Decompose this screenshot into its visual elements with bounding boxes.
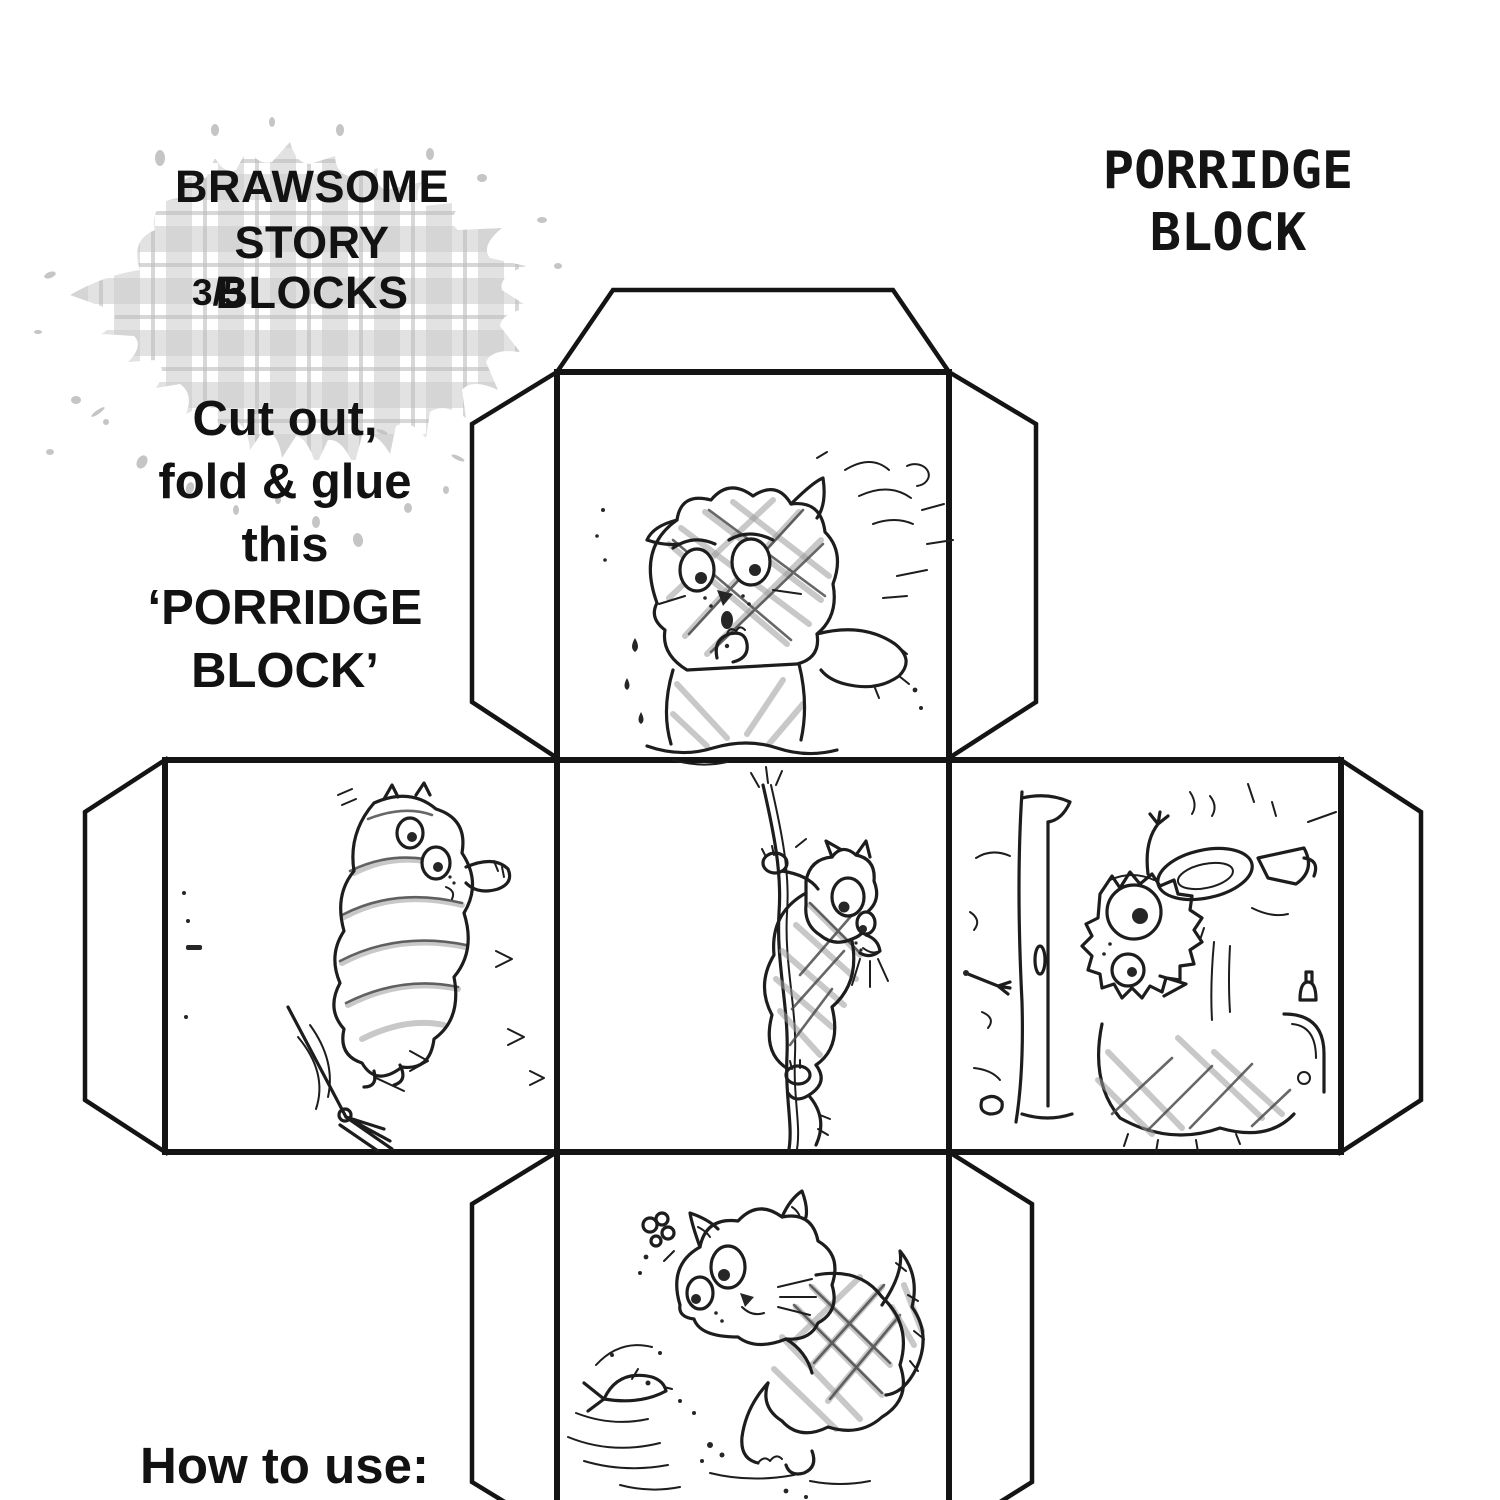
illustration-rope-cat [750,766,889,1151]
plaid-splat-graphic [34,117,562,547]
illustration-fish-cat [567,1189,925,1499]
how-to-use-label: How to use: [140,1437,429,1494]
flying-cup [1251,811,1337,917]
instruction-line3: this [241,518,329,572]
illustration-wet-cat [595,451,954,766]
fork [963,970,1012,996]
illustration-kitchen-chaos-cat [963,783,1337,1153]
plaid-shading [773,901,863,1058]
block-label: PORRIDGE BLOCK [1073,140,1383,264]
plaid-body [1095,1022,1296,1153]
net-face-middle-center [554,757,952,1155]
block-label-line1: PORRIDGE [1102,141,1354,201]
drip-dots [595,508,923,724]
instruction-line4: ‘PORRIDGE [147,581,423,635]
broom [286,1005,429,1153]
glue-tab-middle-left [82,755,168,1157]
glue-tab-bottomface-left [469,1147,560,1500]
badge-sheet-number: 3/5 [192,272,244,313]
cut-fold-glue-instruction: Cut out, fold & glue this ‘PORRIDGE BLOC… [95,388,475,703]
glue-tab-topface-left [469,367,560,763]
plaid-shading [338,809,469,1042]
glue-tabs [82,287,1424,1500]
glue-tab-topface-right [946,368,1039,763]
cat-head [675,1189,837,1347]
illustration-tumbling-cat [182,781,545,1153]
cat-body [740,1249,925,1476]
glue-tab-middle-right [1338,755,1424,1157]
block-label-line2: BLOCK [1149,203,1307,263]
glue-tab-top [552,287,954,375]
glue-tab-bottomface-right [946,1147,1035,1500]
leaping-fish [582,1344,673,1413]
badge-title-line2: STORY BLOCKS [215,217,409,318]
cat-head [1080,810,1204,1000]
splash-dots [610,1351,808,1499]
counter-and-jar [1282,970,1326,1094]
instruction-line5: BLOCK’ [191,644,379,698]
water-ripples [567,1412,871,1491]
instruction-line1: Cut out, [192,392,378,446]
splat-blob [70,142,530,466]
badge-title-line1: BRAWSOME [175,161,449,212]
instruction-line2: fold & glue [158,455,412,509]
porridge-bits [638,1211,676,1275]
cupboard [1014,790,1074,1124]
